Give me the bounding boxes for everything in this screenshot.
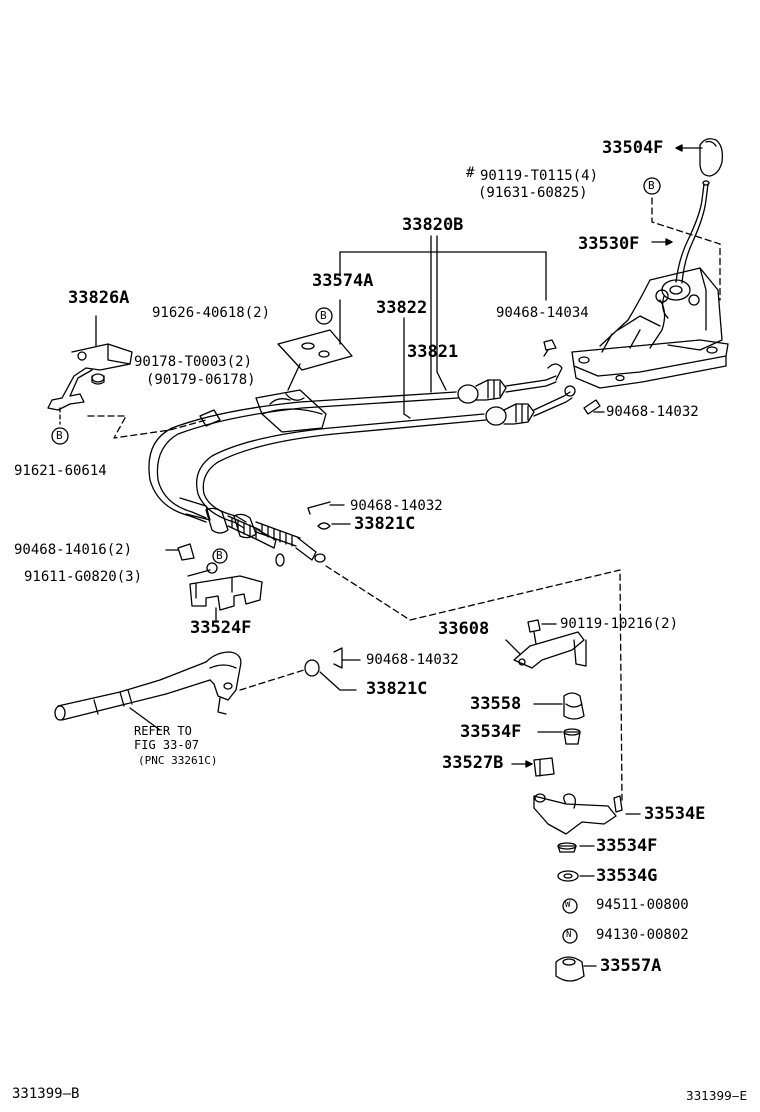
- shift-cables-drawing: [148, 363, 576, 567]
- label-33534G: 33534G: [596, 866, 658, 886]
- label-33557A: 33557A: [600, 956, 662, 976]
- refer-line-2: FIG 33-07: [134, 738, 200, 752]
- label-33821C-lower: 33821C: [366, 679, 428, 699]
- label-33524F: 33524F: [190, 618, 252, 638]
- marker-b-letter: B: [56, 429, 63, 442]
- label-33534E: 33534E: [644, 804, 706, 824]
- cable-retainer-plate-drawing: [277, 299, 353, 391]
- label-91626-40618: 91626-40618(2): [152, 305, 271, 321]
- shift-lever-assembly-drawing: [571, 180, 729, 389]
- label-90119-10216: 90119-10216(2): [560, 616, 679, 632]
- label-33534F-upper: 33534F: [460, 722, 522, 742]
- label-33820B: 33820B: [402, 215, 464, 235]
- label-33826A: 33826A: [68, 288, 130, 308]
- label-90178-T0003: 90178-T0003(2): [134, 354, 253, 370]
- footer-code-right: 331399‒E: [686, 1089, 748, 1103]
- label-33822: 33822: [376, 298, 428, 318]
- label-91631-60825: (91631-60825): [478, 185, 588, 201]
- label-90468-14034: 90468-14034: [496, 305, 589, 321]
- refer-line-1: REFER TO: [134, 724, 192, 738]
- marker-b-letter: B: [320, 309, 327, 322]
- label-91611-G0820: 91611-G0820(3): [24, 569, 143, 585]
- cable-grommet-drawing: [255, 389, 327, 433]
- label-91621-60614: 91621-60614: [14, 463, 107, 479]
- circle-markers: [51, 177, 661, 944]
- marker-n-letter: N: [566, 930, 572, 940]
- cable-support-bracket-drawing: [47, 315, 207, 439]
- label-94130-00802: 94130-00802: [596, 927, 689, 943]
- cable-bracket-leaders: [339, 235, 547, 419]
- selector-bellcrank-drawing: [505, 619, 641, 982]
- label-33558: 33558: [470, 694, 522, 714]
- label-90468-14032-lower: 90468-14032: [366, 652, 459, 668]
- label-33534F-lower: 33534F: [596, 836, 658, 856]
- cable-clip-drawings: [304, 339, 605, 691]
- label-33821: 33821: [407, 342, 459, 362]
- label-90468-14016: 90468-14016(2): [14, 542, 133, 558]
- label-33574A: 33574A: [312, 271, 374, 291]
- label-33821C-upper: 33821C: [354, 514, 416, 534]
- label-33608: 33608: [438, 619, 490, 639]
- label-33504F: 33504F: [602, 138, 664, 158]
- marker-b-letter: B: [216, 549, 223, 562]
- label-90179-06178: (90179-06178): [146, 372, 256, 388]
- refer-line-3: (PNC 33261C): [138, 754, 218, 767]
- label-94511-00800: 94511-00800: [596, 897, 689, 913]
- dashed-routing-lines: [325, 565, 623, 801]
- label-33527B: 33527B: [442, 753, 504, 773]
- marker-b-letter: B: [648, 179, 655, 192]
- label-90119-T0115: 90119-T0115(4): [480, 168, 599, 184]
- label-90468-14032-middle: 90468-14032: [350, 498, 443, 514]
- footer-code-left: 331399‒B: [12, 1086, 80, 1102]
- shift-knob-drawing: [675, 138, 724, 177]
- cable-clamp-drawings: [165, 543, 263, 621]
- label-33530F: 33530F: [578, 234, 640, 254]
- label-90468-14032-upper: 90468-14032: [606, 404, 699, 420]
- marker-w-letter: W: [565, 900, 571, 910]
- hash-marker: #: [466, 165, 475, 181]
- transmission-lever-drawing: [54, 651, 305, 731]
